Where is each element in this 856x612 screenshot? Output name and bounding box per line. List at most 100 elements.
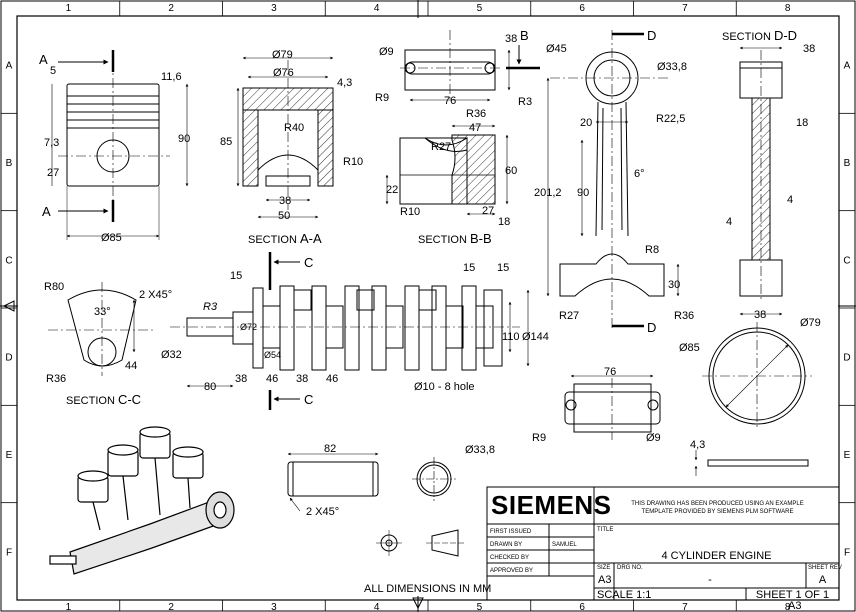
dim-label: R36 bbox=[466, 108, 486, 120]
sheet-rev-value: A bbox=[818, 574, 827, 586]
dim-label: Ø10 - 8 hole bbox=[414, 381, 475, 393]
cap-top-labels: B Ø9 38 R9 76 R3 bbox=[375, 28, 532, 108]
connecting-rod-view bbox=[546, 30, 680, 330]
dimensions-note: ALL DIMENSIONS IN MM bbox=[364, 583, 492, 595]
crankshaft-view bbox=[170, 252, 530, 410]
dim-label: 27 bbox=[482, 205, 494, 217]
dim-label: 4,3 bbox=[337, 77, 352, 89]
dim-label: 33° bbox=[94, 306, 111, 318]
section-cc-labels: R80 2 X45° 33° 44 R36 SECTION C-C bbox=[44, 281, 172, 407]
dim-label: R36 bbox=[46, 373, 66, 385]
template-note-line2: TEMPLATE PROVIDED BY SIEMENS PLM SOFTWAR… bbox=[641, 509, 794, 515]
dim-label: Ø9 bbox=[646, 432, 661, 444]
dim-label: Ø72 bbox=[240, 322, 257, 332]
pin-end-labels: Ø33,8 bbox=[465, 444, 495, 456]
cap-top-view bbox=[400, 30, 540, 102]
drawn-by-value: SAMUEL bbox=[552, 542, 577, 548]
section-marker-a-bottom: A bbox=[42, 204, 51, 219]
zone-column-label: 8 bbox=[785, 3, 791, 14]
siemens-logo: SIEMENS bbox=[491, 490, 612, 520]
dim-label: 30 bbox=[668, 279, 680, 291]
zone-column-label: 6 bbox=[579, 602, 585, 612]
dim-label: R27 bbox=[431, 141, 451, 153]
dim-label: 38 bbox=[803, 43, 815, 55]
zone-row-label: A bbox=[844, 61, 851, 72]
cap-front-view bbox=[564, 374, 661, 440]
dim-label: 38 bbox=[296, 373, 308, 385]
first-issued-label: FIRST ISSUED bbox=[490, 529, 532, 535]
piston-view bbox=[51, 50, 189, 240]
dim-label: Ø32 bbox=[161, 349, 182, 361]
dim-label: 6° bbox=[634, 168, 645, 180]
zone-column-label: 4 bbox=[374, 602, 380, 612]
dim-label: 44 bbox=[125, 360, 137, 372]
zone-row-label: A bbox=[6, 61, 13, 72]
dim-label: 20 bbox=[580, 117, 592, 129]
zone-column-label: 2 bbox=[168, 3, 174, 14]
dim-label: Ø9 bbox=[379, 46, 394, 58]
sheet-size-corner: A3 bbox=[788, 600, 802, 612]
dim-label: 15 bbox=[497, 262, 509, 274]
sheet-rev-label: SHEET REV bbox=[808, 565, 842, 571]
title-label: TITLE bbox=[597, 527, 614, 533]
zone-column-label: 1 bbox=[66, 602, 72, 612]
dim-label: R40 bbox=[284, 122, 304, 134]
dim-label: Ø85 bbox=[101, 232, 122, 244]
section-bb-labels: R36 47 R27 60 22 R10 27 18 SECTION B-B bbox=[386, 108, 517, 246]
dim-label: 15 bbox=[230, 270, 242, 282]
section-bb-caption: SECTION B-B bbox=[418, 231, 492, 246]
zone-column-label: 7 bbox=[682, 602, 688, 612]
dim-label: 46 bbox=[326, 373, 338, 385]
dim-label: 18 bbox=[498, 216, 510, 228]
zone-column-label: 1 bbox=[66, 3, 72, 14]
dim-label: 80 bbox=[204, 381, 216, 393]
dim-label: 15 bbox=[463, 262, 475, 274]
dim-label: R10 bbox=[343, 156, 363, 168]
zone-row-label: D bbox=[843, 353, 850, 364]
dim-label: R9 bbox=[375, 92, 389, 104]
dim-label: Ø33,8 bbox=[465, 444, 495, 456]
dim-label: Ø79 bbox=[800, 317, 821, 329]
dim-label: Ø54 bbox=[264, 350, 281, 360]
zone-row-label: D bbox=[5, 353, 12, 364]
dim-label: 82 bbox=[324, 443, 336, 455]
template-note: THIS DRAWING HAS BEEN PRODUCED USING AN … bbox=[596, 500, 839, 516]
pin-view bbox=[287, 452, 379, 512]
drg-no-label: DRG NO. bbox=[617, 565, 643, 571]
dim-label: 4 bbox=[726, 216, 732, 228]
dim-label: 27 bbox=[47, 167, 59, 179]
dim-label: R10 bbox=[400, 206, 420, 218]
section-bb-view bbox=[385, 124, 509, 216]
dim-label: 201,2 bbox=[534, 187, 562, 199]
zone-row-label: C bbox=[5, 255, 12, 266]
section-aa-labels: Ø79 Ø76 4,3 85 R40 R10 38 50 SECTION A-A bbox=[220, 49, 363, 246]
drg-no-value: - bbox=[708, 574, 712, 586]
dim-label: 85 bbox=[220, 136, 232, 148]
section-dd-caption: SECTION D-D bbox=[722, 28, 797, 43]
pin-labels: 82 2 X45° bbox=[306, 443, 339, 518]
dim-label: 22 bbox=[386, 184, 398, 196]
dim-label: 60 bbox=[505, 165, 517, 177]
dim-label: 90 bbox=[577, 187, 589, 199]
dim-label: 2 X45° bbox=[139, 289, 172, 301]
zone-row-label: F bbox=[844, 547, 850, 558]
engine-isometric-illustration bbox=[49, 426, 235, 575]
dim-label: R8 bbox=[645, 244, 659, 256]
dim-label: 18 bbox=[796, 117, 808, 129]
section-cc-view bbox=[48, 282, 156, 376]
zone-row-label: B bbox=[844, 158, 851, 169]
dim-label: 110 bbox=[502, 331, 520, 343]
dim-label: 50 bbox=[278, 210, 290, 222]
checked-by-label: CHECKED BY bbox=[490, 555, 530, 561]
dim-label: Ø144 bbox=[522, 331, 549, 343]
zone-row-label: B bbox=[6, 158, 13, 169]
dim-label: Ø76 bbox=[273, 67, 294, 79]
title-block-frame bbox=[486, 486, 840, 601]
zone-column-label: 3 bbox=[271, 3, 277, 14]
dim-label: 76 bbox=[444, 95, 456, 107]
section-dd-labels: SECTION D-D 38 18 4 4 38 bbox=[722, 28, 815, 321]
